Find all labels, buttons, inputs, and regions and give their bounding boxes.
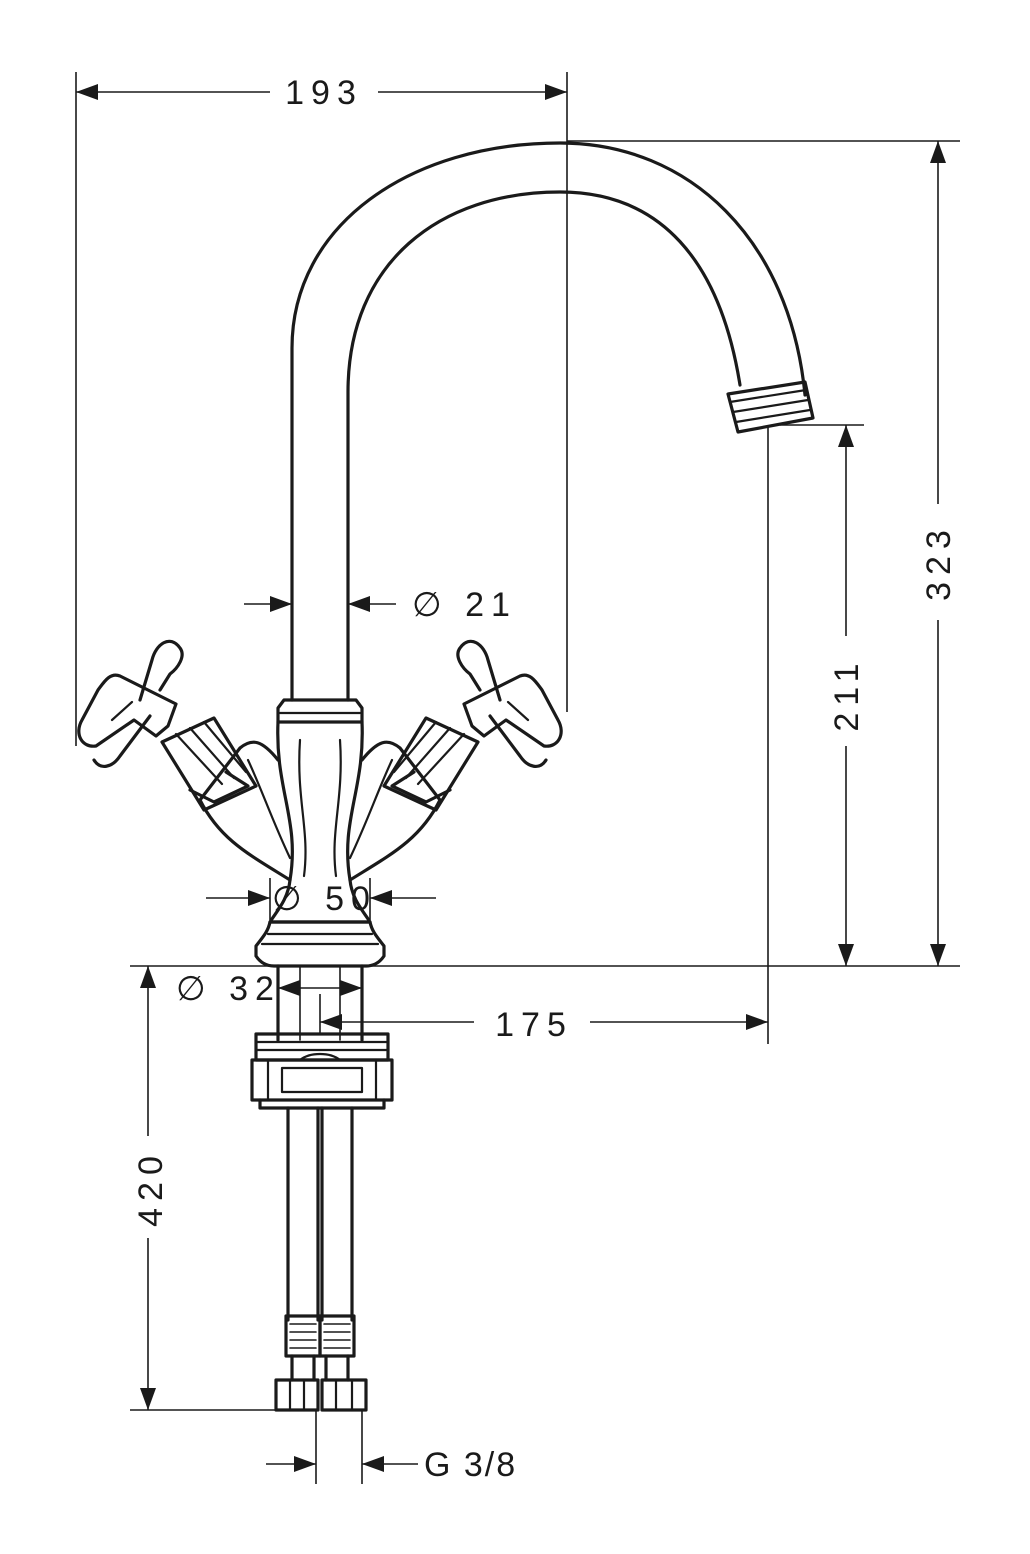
arrow-193-left <box>76 84 98 100</box>
arrow-32-right <box>340 980 362 996</box>
left-cross-handle <box>77 639 184 768</box>
faucet-outline <box>77 141 815 1412</box>
right-cross-handle <box>456 639 563 768</box>
label-g-3-8: G 3/8 <box>424 1446 517 1484</box>
aerator <box>726 380 815 434</box>
flex-hoses <box>274 1106 368 1412</box>
arrow-175-left <box>320 1014 342 1030</box>
mounting-nut <box>250 1032 394 1110</box>
label-193: 193 <box>285 74 363 112</box>
arrow-21-right <box>348 596 370 612</box>
right-valve-arm <box>348 740 442 882</box>
arrow-21-left <box>270 596 292 612</box>
label-diameter-50: ∅ 50 <box>272 880 377 918</box>
right-cartridge <box>382 716 480 812</box>
left-cartridge <box>160 716 258 812</box>
threaded-shank <box>276 964 364 1042</box>
spout-inner <box>346 190 742 702</box>
dimension-labels: 193 323 211 175 ∅ 21 ∅ 50 ∅ 32 420 G 3/8 <box>132 74 958 1484</box>
spout-collar <box>276 698 364 724</box>
label-420: 420 <box>132 1149 170 1227</box>
label-211: 211 <box>828 656 866 731</box>
arrow-211-bottom <box>838 944 854 966</box>
label-diameter-32: ∅ 32 <box>176 970 281 1008</box>
arrow-175-right <box>746 1014 768 1030</box>
arrow-420-bottom <box>140 1388 156 1410</box>
arrow-50-left <box>248 890 270 906</box>
arrow-32-left <box>278 980 300 996</box>
arrow-323-top <box>930 141 946 163</box>
arrow-50-right <box>370 890 392 906</box>
label-323: 323 <box>920 523 958 601</box>
label-175: 175 <box>495 1006 573 1044</box>
spout-outer <box>290 141 807 702</box>
arrow-193-right <box>545 84 567 100</box>
arrow-420-top <box>140 966 156 988</box>
left-valve-arm <box>198 740 292 882</box>
arrow-g38-right <box>362 1456 384 1472</box>
arrow-g38-left <box>294 1456 316 1472</box>
dimension-lines <box>75 72 960 1484</box>
label-diameter-21: ∅ 21 <box>412 586 517 624</box>
arrow-323-bottom <box>930 944 946 966</box>
arrow-211-top <box>838 425 854 447</box>
